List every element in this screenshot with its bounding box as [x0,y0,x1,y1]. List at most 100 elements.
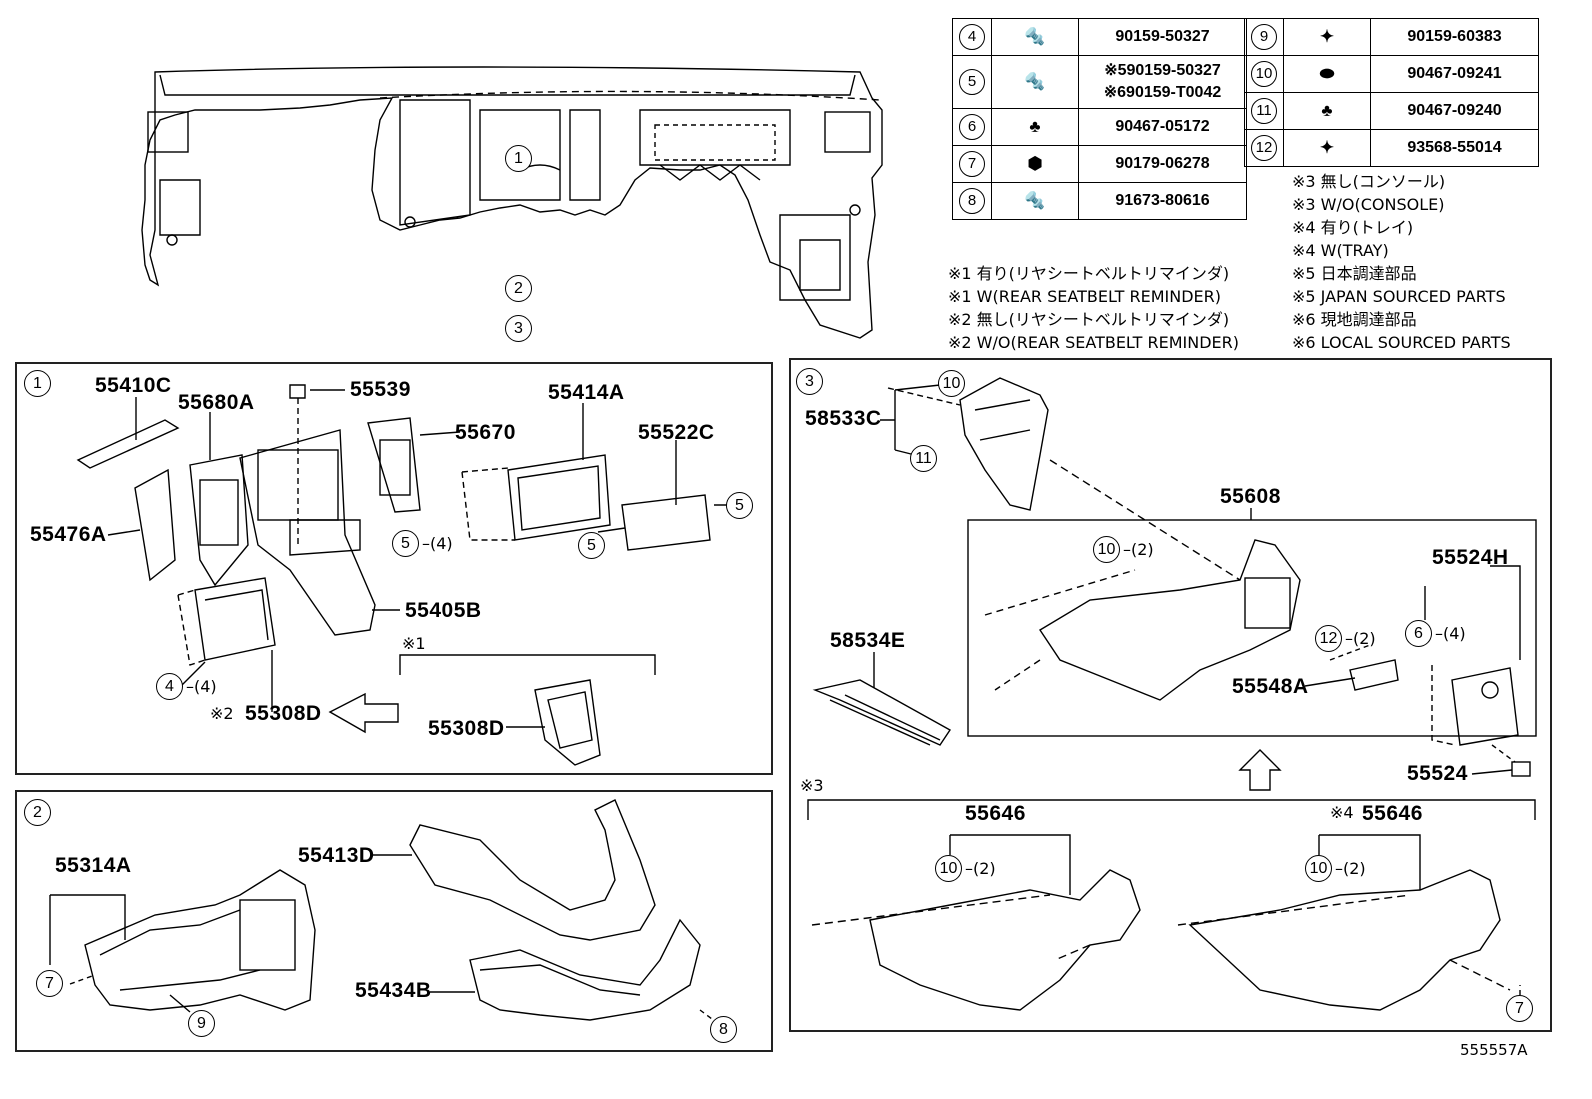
note-line: ※4 W(TRAY) [1292,241,1389,260]
part-number: 93568-55014 [1370,129,1539,167]
overview-callout-2[interactable]: 2 [505,275,532,302]
callout-11[interactable]: 11 [910,445,937,472]
screw-icon: ✦ [1319,138,1335,157]
part-label-55405B[interactable]: 55405B [405,599,482,622]
callout-number: 7 [959,151,985,177]
callout-number: 8 [959,188,985,214]
clip-icon: ⬬ [1319,64,1335,83]
overview-callout-1[interactable]: 1 [505,145,532,172]
callout-5[interactable]: 5 [392,530,419,557]
part-number: 91673-80616 [1078,182,1247,220]
note-line: ※5 日本調達部品 [1292,264,1417,283]
note-line: ※4 有り(トレイ) [1292,218,1414,237]
callout-qty-value: (4) [430,534,453,553]
fastener-table-left: 4 🔩 90159-50327 5 🔩 ※590159-50327 ※69015… [952,18,1247,220]
table-row: 4 🔩 90159-50327 [952,18,1247,56]
part-label-58534E[interactable]: 58534E [830,629,906,652]
callout-number: 11 [1251,98,1277,124]
callout-7[interactable]: 7 [36,970,63,997]
note-line: ※5 JAPAN SOURCED PARTS [1292,287,1506,306]
panel-2-number: 2 [24,799,51,826]
part-label-55413D[interactable]: 55413D [298,844,375,867]
panel1-drawing [76,384,711,766]
part-label-55434B[interactable]: 55434B [355,979,432,1002]
callout-number: 4 [959,24,985,50]
callout-qty-value: (2) [973,859,996,878]
table-row: 7 ⬢ 90179-06278 [952,145,1247,183]
clip-icon: ♣ [1321,101,1333,120]
callout-9[interactable]: 9 [188,1010,215,1037]
table-row: 6 ♣ 90467-05172 [952,108,1247,146]
callout-7[interactable]: 7 [1506,995,1533,1022]
callout-8[interactable]: 8 [710,1016,737,1043]
part-label-55524[interactable]: 55524 [1407,762,1468,785]
panel-1-number: 1 [24,370,51,397]
part-label-55646-tray[interactable]: 55646 [1362,802,1423,825]
panel3-drawing [807,377,1537,1011]
part-number: 90467-09241 [1370,55,1539,93]
part-label-55608[interactable]: 55608 [1220,485,1281,508]
callout-qty: –(2) [1123,540,1154,559]
note-mark-1: ※1 [402,634,426,653]
table-row: 9 ✦ 90159-60383 [1244,18,1539,56]
part-label-55548A[interactable]: 55548A [1232,675,1309,698]
table-row: 10 ⬬ 90467-09241 [1244,55,1539,93]
callout-qty: –(2) [1345,629,1376,648]
part-label-58533C[interactable]: 58533C [805,407,882,430]
callout-number: 5 [959,69,985,95]
callout-qty: –(2) [1335,859,1366,878]
callout-12[interactable]: 12 [1315,625,1342,652]
callout-number: 12 [1251,135,1277,161]
part-label-55680A[interactable]: 55680A [178,391,255,414]
note-line: ※3 W/O(CONSOLE) [1292,195,1445,214]
part-label-55524H[interactable]: 55524H [1432,546,1509,569]
callout-10[interactable]: 10 [938,370,965,397]
part-label-55314A[interactable]: 55314A [55,854,132,877]
table-row: 8 🔩 91673-80616 [952,182,1247,220]
callout-qty-value: (4) [1443,624,1466,643]
callout-10[interactable]: 10 [1305,855,1332,882]
note-mark-3: ※3 [800,776,824,795]
note-line: ※2 W/O(REAR SEATBELT REMINDER) [948,333,1239,352]
part-label-55410C[interactable]: 55410C [95,374,172,397]
part-label-55522C[interactable]: 55522C [638,421,715,444]
bolt-icon: 🔩 [1024,27,1046,46]
table-row: 11 ♣ 90467-09240 [1244,92,1539,130]
callout-10[interactable]: 10 [1093,536,1120,563]
part-label-55308D[interactable]: 55308D [245,702,322,725]
clip-icon: ♣ [1029,117,1041,136]
note-mark-4: ※4 [1330,803,1354,822]
callout-number: 10 [1251,61,1277,87]
part-label-55308D-alt[interactable]: 55308D [428,717,505,740]
part-number: 90159-60383 [1370,18,1539,56]
callout-10[interactable]: 10 [935,855,962,882]
callout-5[interactable]: 5 [578,532,605,559]
callout-qty: –(2) [965,859,996,878]
callout-number: 6 [959,114,985,140]
callout-qty-value: (2) [1131,540,1154,559]
callout-5[interactable]: 5 [726,492,753,519]
part-number-line1: ※590159-50327 [1104,62,1221,79]
part-label-55646[interactable]: 55646 [965,802,1026,825]
callout-6[interactable]: 6 [1405,620,1432,647]
note-line: ※1 有り(リヤシートベルトリマインダ) [948,264,1230,283]
panel2-drawing [84,799,701,1021]
note-line: ※6 現地調達部品 [1292,310,1417,329]
table-row: 5 🔩 ※590159-50327 ※690159-T0042 [952,55,1247,109]
panel-1 [15,362,773,775]
part-number-line2: ※690159-T0042 [1103,84,1222,101]
callout-qty-value: (2) [1353,629,1376,648]
note-line: ※2 無し(リヤシートベルトリマインダ) [948,310,1230,329]
callout-4[interactable]: 4 [156,673,183,700]
nut-icon: ⬢ [1027,154,1043,173]
part-label-55539[interactable]: 55539 [350,378,411,401]
overview-callout-3[interactable]: 3 [505,315,532,342]
part-number: 90159-50327 [1078,18,1247,56]
panel-3 [789,358,1552,1032]
part-label-55670[interactable]: 55670 [455,421,516,444]
part-number: 90467-09240 [1370,92,1539,130]
part-number: 90179-06278 [1078,145,1247,183]
part-label-55414A[interactable]: 55414A [548,381,625,404]
part-label-55476A[interactable]: 55476A [30,523,107,546]
callout-qty-value: (4) [194,677,217,696]
